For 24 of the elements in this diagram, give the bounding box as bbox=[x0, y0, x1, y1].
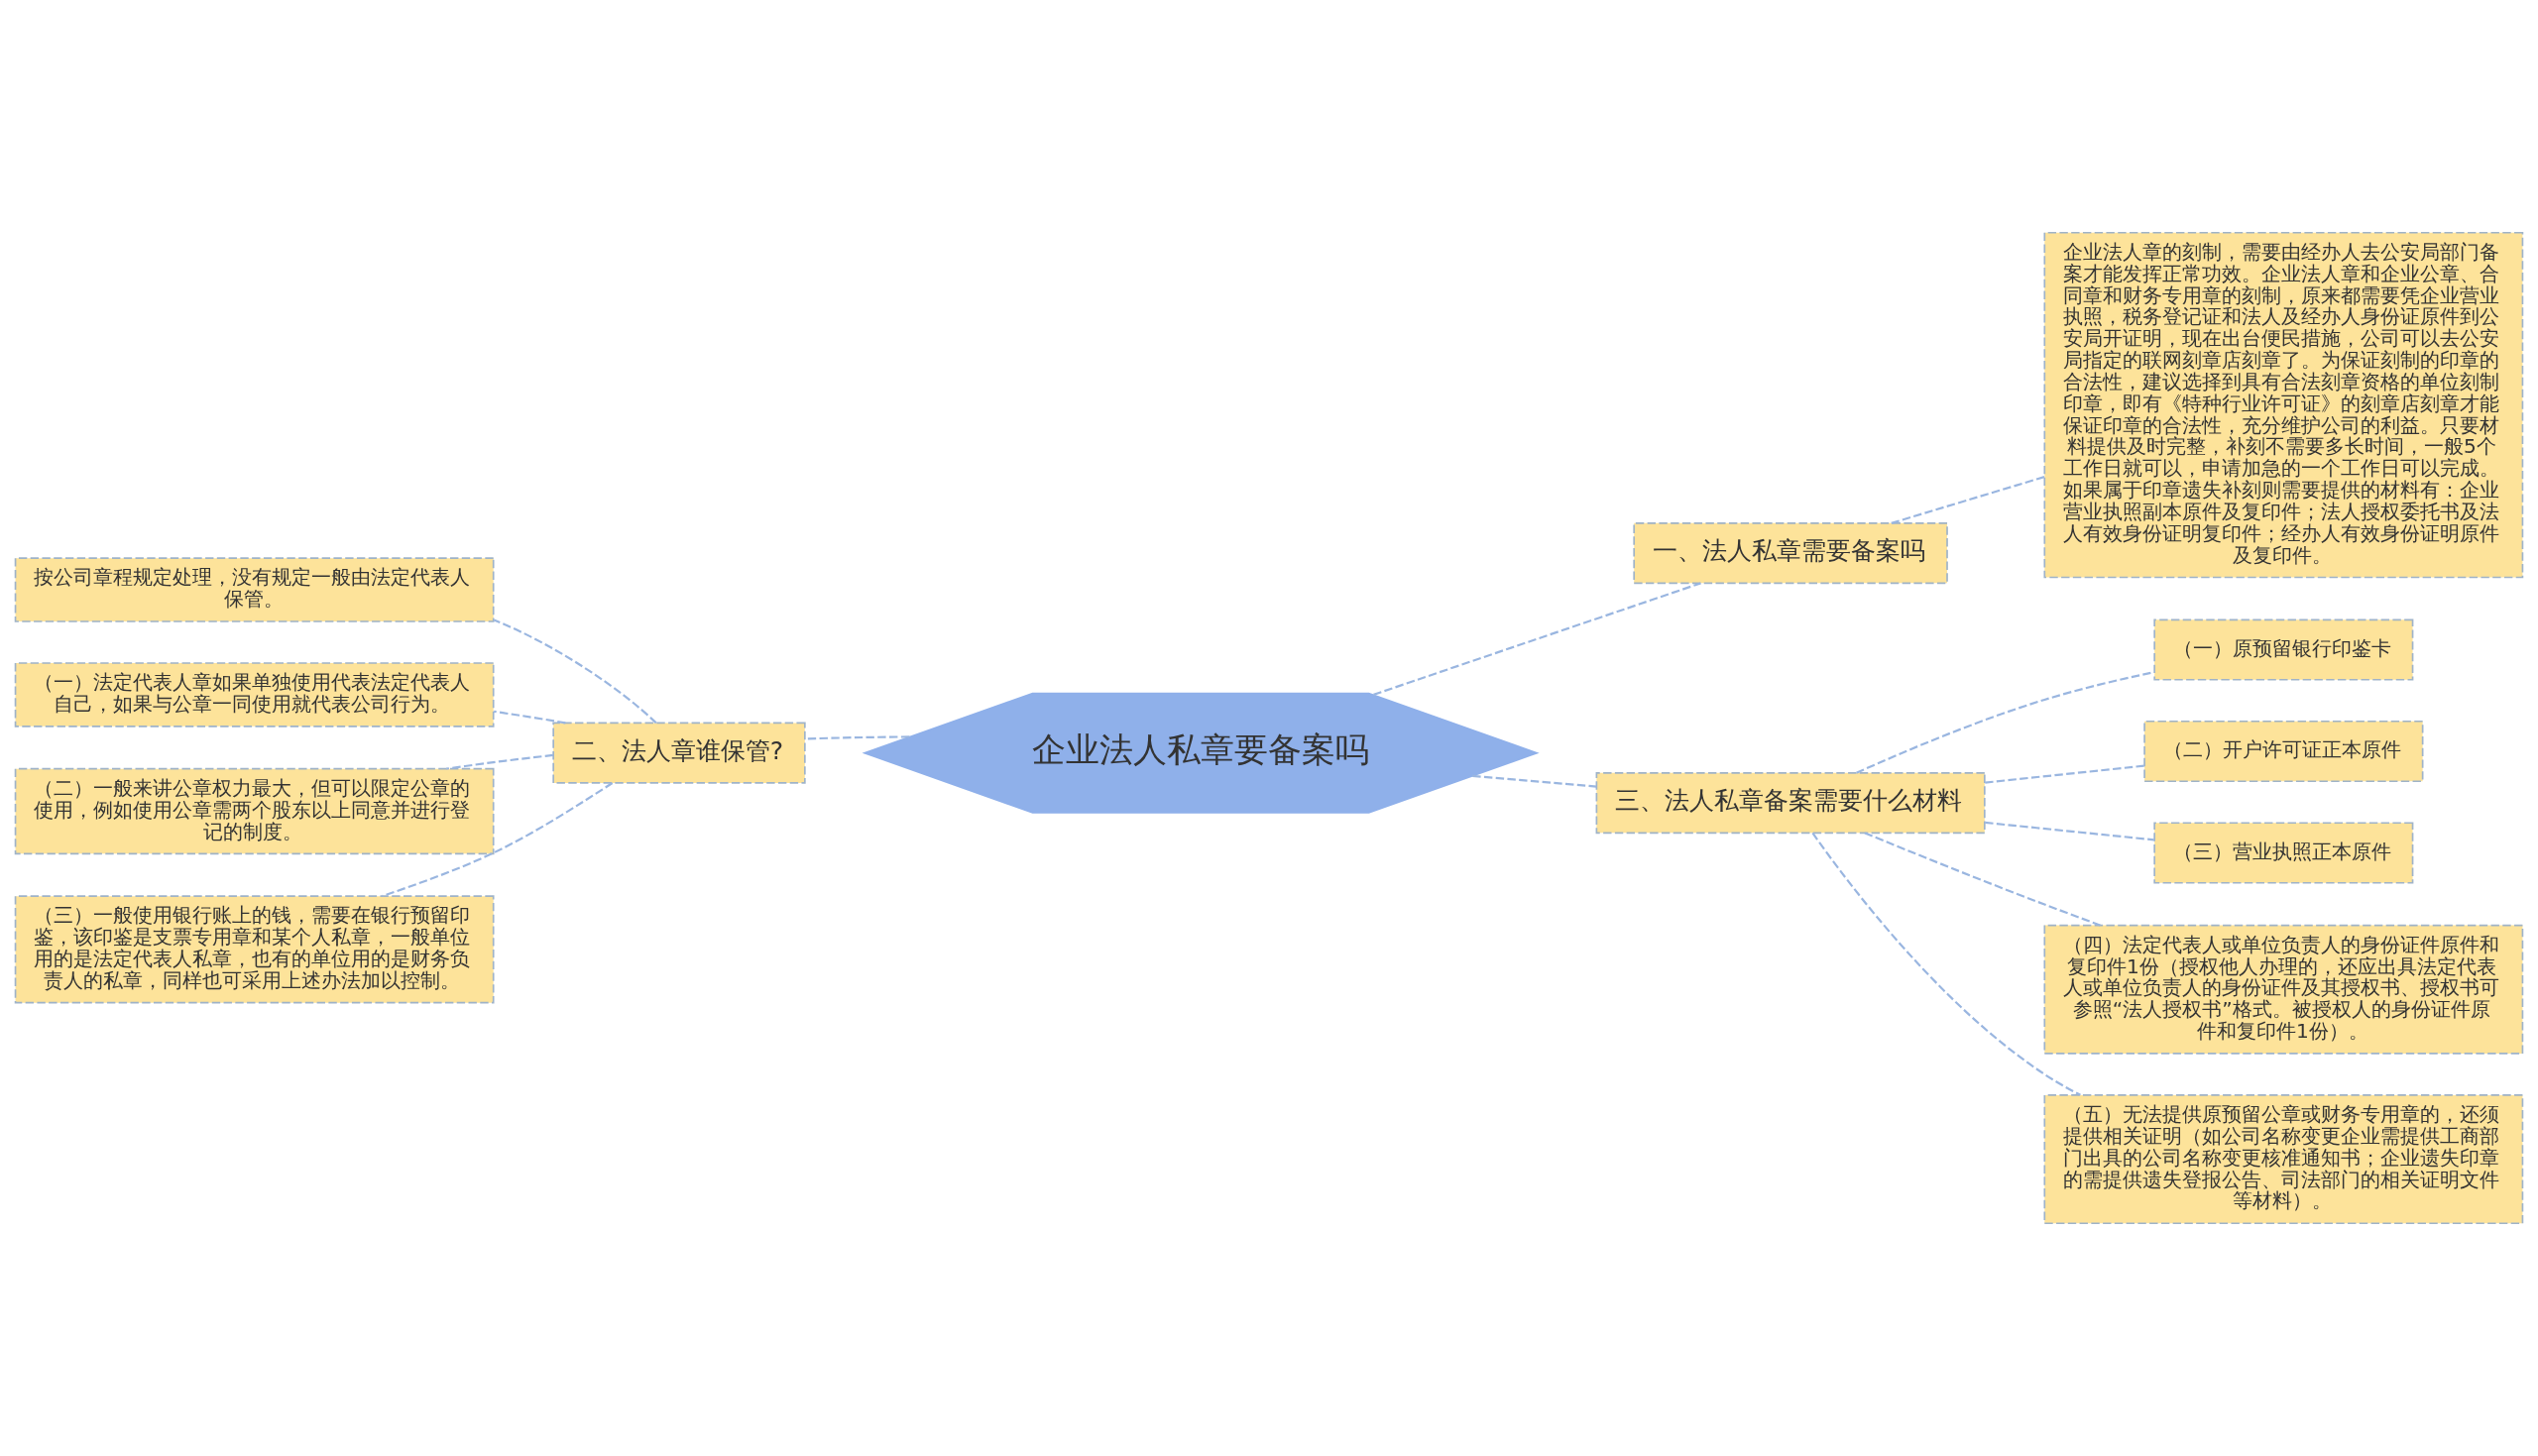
node-box: 企业法人章的刻制，需要由经办人去公安局部门备案才能发挥正常功效。企业法人章和企业公章、合同章和财务专用章的刻制，原来都需要凭企业营业执照，税务登记证和法人及经办人身份证原件到公安局开证明，现在出台便民措施，公司可以去公安局指定的联网刻章店刻章了。为保证刻制的印章的合法性，建议选择到具有合法刻章资格的单位刻制印章，即有《特种行业许可证》的刻章店刻章才能保证印章的合法性，充分维护公司的利益。只要材料提供及时完整，补刻不需要多长时间，一般5个工作日就可以，申请加急的一个工作日可以完成。如果属于印章遗失补刻则需要提供的材料有：企业营业执照副本原件及复印件；法人授权委托书及法人有效身份证明复印件；经办人有效身份证明原件及复印件。 bbox=[2043, 231, 2524, 579]
connector bbox=[1472, 774, 1597, 788]
node-box: 三、法人私章备案需要什么材料 bbox=[1595, 772, 1986, 835]
node-box: （三）营业执照正本原件 bbox=[2153, 822, 2414, 884]
connector bbox=[446, 753, 554, 770]
connector bbox=[494, 710, 566, 725]
connector bbox=[493, 618, 657, 725]
node-box: （二）开户许可证正本原件 bbox=[2143, 720, 2424, 783]
connector bbox=[1891, 476, 2045, 524]
connector bbox=[382, 782, 614, 898]
connector bbox=[1811, 832, 2081, 1096]
node-box: 一、法人私章需要备案吗 bbox=[1633, 522, 1948, 585]
connector bbox=[1985, 821, 2154, 841]
connector bbox=[1373, 582, 1701, 696]
node-box: 二、法人章谁保管? bbox=[552, 722, 806, 784]
connector bbox=[1985, 764, 2145, 784]
node-box: （二）一般来讲公章权力最大，但可以限定公章的使用，例如使用公章需两个股东以上同意并进行登记的制度。 bbox=[14, 767, 495, 855]
connector bbox=[1864, 832, 2101, 927]
node-box: （三）一般使用银行账上的钱，需要在银行预留印鉴，该印鉴是支票专用章和某个人私章，一般单位用的是法定代表人私章，也有的单位用的是财务负责人的私章，同样也可采用上述办法加以控制。 bbox=[14, 895, 495, 1004]
node-box: （一）原预留银行印鉴卡 bbox=[2153, 618, 2414, 681]
node-box: （五）无法提供原预留公章或财务专用章的，还须提供相关证明（如公司名称变更企业需提供工商部门出具的公司名称变更核准通知书；企业遗失印章的需提供遗失登报公告、司法部门的相关证明文件等材料）。 bbox=[2043, 1094, 2524, 1225]
node-box: （四）法定代表人或单位负责人的身份证件原件和复印件1份（授权他人办理的，还应出具法定代表人或单位负责人的身份证件及其授权书、授权书可参照“法人授权书”格式。被授权人的身份证件原件和复印件1份）。 bbox=[2043, 924, 2524, 1055]
node-box: （一）法定代表人章如果单独使用代表法定代表人自己，如果与公章一同使用就代表公司行为。 bbox=[14, 662, 495, 728]
node-box: 按公司章程规定处理，没有规定一般由法定代表人保管。 bbox=[14, 557, 495, 622]
